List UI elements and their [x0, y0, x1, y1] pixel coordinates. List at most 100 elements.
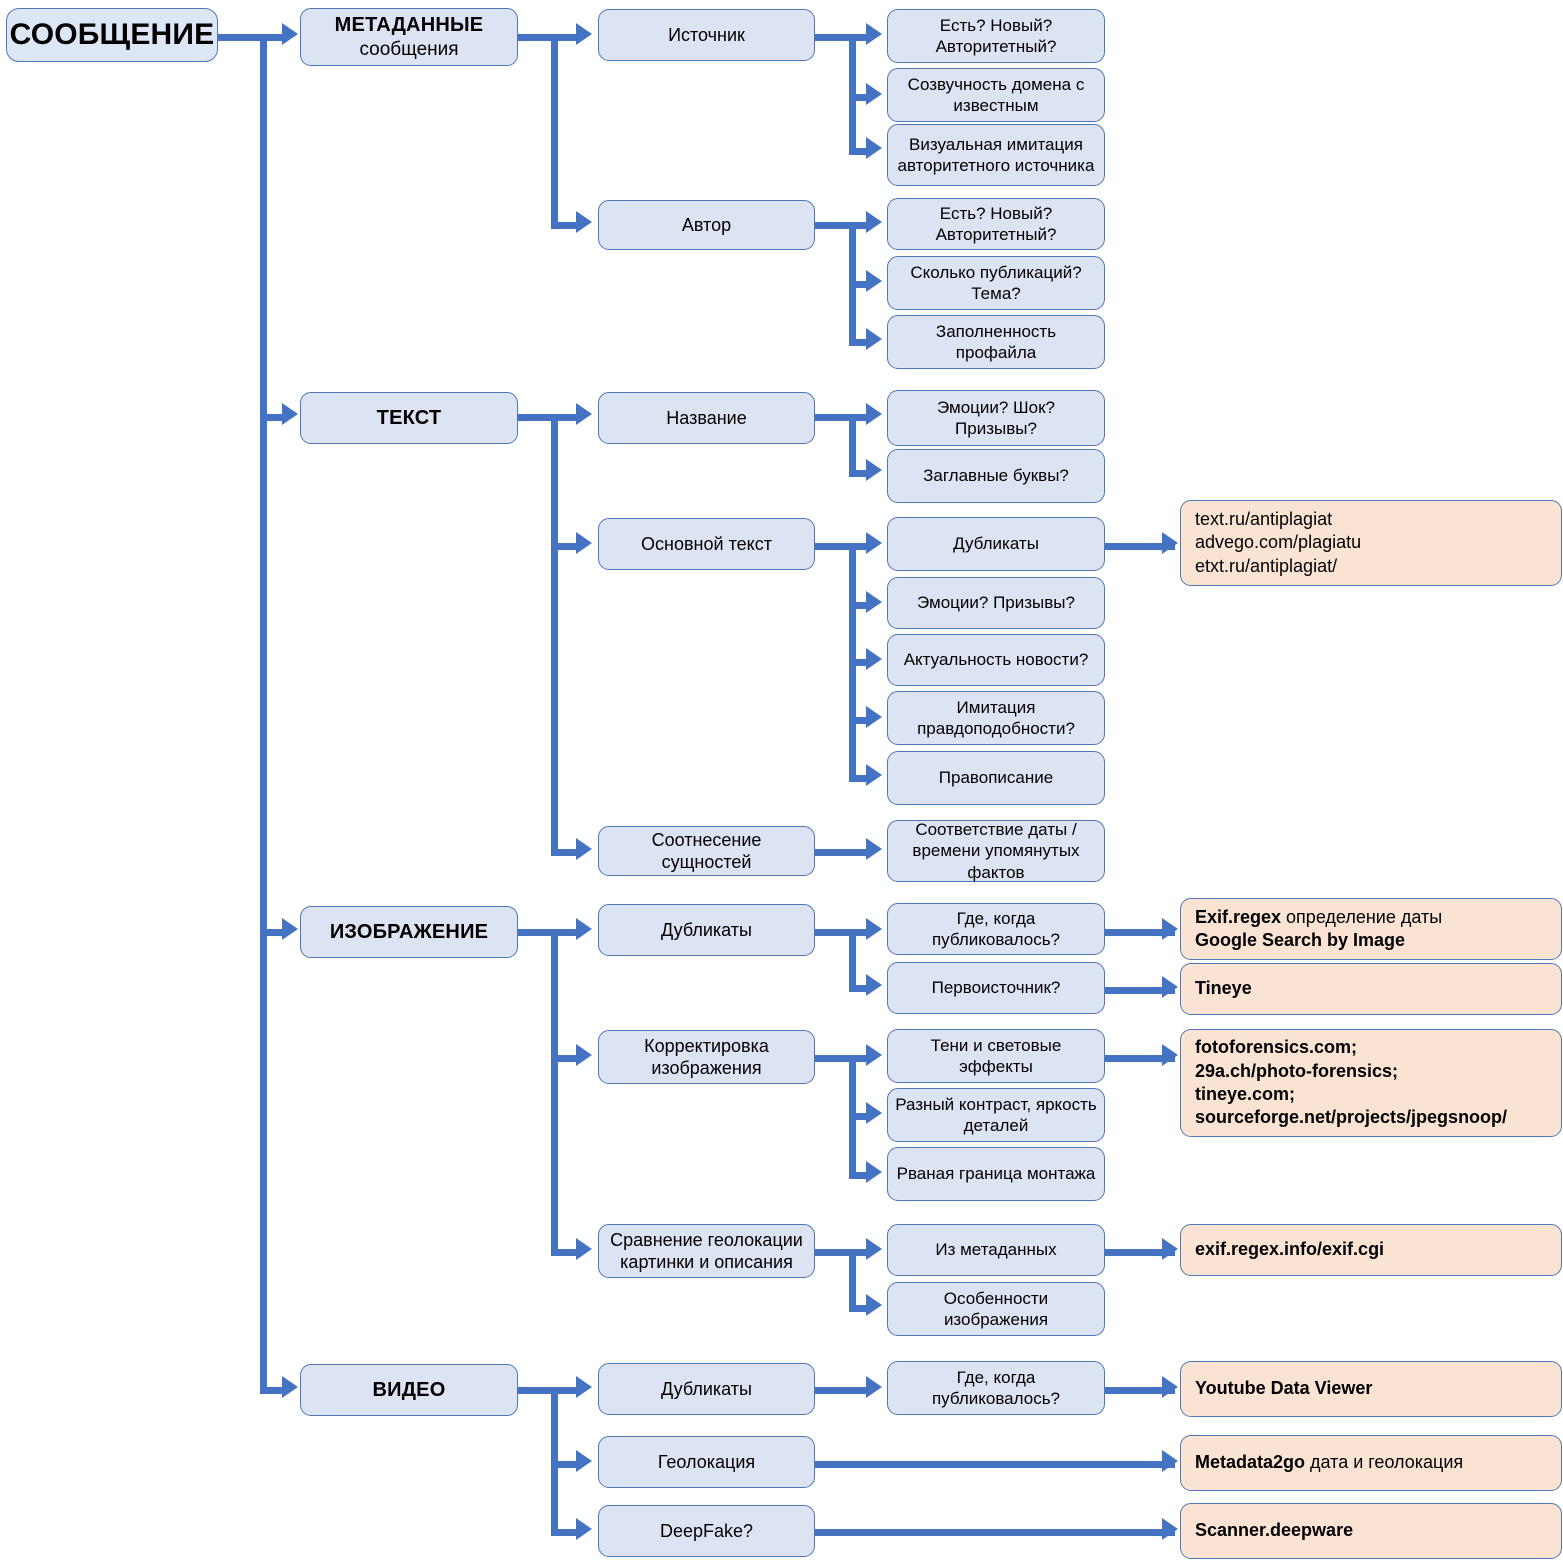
resource-line-rest: определение даты — [1281, 906, 1443, 927]
connector-video-deepfake — [551, 1529, 581, 1536]
resource-box-metadata2go[interactable]: Metadata2go дата и геолокация — [1180, 1435, 1562, 1491]
node-source-q3-label: Визуальная имитация авторитетного источн… — [897, 134, 1095, 175]
category-node-metadata[interactable]: МЕТАДАННЫЕ сообщения — [300, 8, 518, 66]
node-imgedit-q2[interactable]: Разный контраст, яркость деталей — [887, 1088, 1105, 1142]
node-author-q2[interactable]: Сколько публикаций? Тема? — [887, 256, 1105, 310]
resource-box-youtube[interactable]: Youtube Data Viewer — [1180, 1361, 1562, 1417]
node-body-q4-label: Имитация правдоподобности? — [917, 697, 1075, 738]
node-source-q2[interactable]: Созвучность домена с известным — [887, 68, 1105, 122]
connector-metadata-out — [518, 34, 558, 41]
arrow-imgedit-q2 — [866, 1102, 882, 1124]
node-video-deepfake[interactable]: DeepFake? — [598, 1505, 815, 1557]
resource-line: Exif.regex определение даты — [1195, 906, 1442, 929]
resource-line-bold: Exif.regex — [1195, 906, 1282, 927]
root-node-message[interactable]: СООБЩЕНИЕ — [6, 8, 218, 62]
node-image-geolocation-compare-label: Сравнение геолокации картинки и описания — [610, 1229, 803, 1272]
connector-trunk-text — [260, 414, 284, 421]
node-body-text[interactable]: Основной текст — [598, 518, 815, 570]
root-label: СООБЩЕНИЕ — [9, 18, 215, 52]
node-author-q1[interactable]: Есть? Новый? Авторитетный? — [887, 198, 1105, 250]
arrow-author-q3 — [866, 328, 882, 350]
node-image-correction[interactable]: Корректировка изображения — [598, 1030, 815, 1084]
resource-box-scanner-deepware[interactable]: Scanner.deepware — [1180, 1503, 1562, 1559]
node-image-geolocation-compare[interactable]: Сравнение геолокации картинки и описания — [598, 1224, 815, 1278]
node-body-q4[interactable]: Имитация правдоподобности? — [887, 691, 1105, 745]
node-body-q3[interactable]: Актуальность новости? — [887, 634, 1105, 686]
arrow-video-dup — [576, 1376, 592, 1398]
arrow-source-q3 — [866, 137, 882, 159]
node-source-q2-label: Созвучность домена с известным — [907, 74, 1085, 115]
node-imgedit-q1[interactable]: Тени и световые эффекты — [887, 1029, 1105, 1083]
resource-line: Google Search by Image — [1195, 930, 1406, 950]
node-imggeo-q1[interactable]: Из метаданных — [887, 1224, 1105, 1276]
arrow-video-deepfake — [576, 1518, 592, 1540]
connector-metadata-source — [551, 34, 581, 41]
node-imggeo-q2[interactable]: Особенности изображения — [887, 1282, 1105, 1336]
node-body-q1[interactable]: Дубликаты — [887, 517, 1105, 571]
connector-imgdup-q2 — [849, 985, 871, 992]
node-entities-q1[interactable]: Соответствие даты / времени упомянутых ф… — [887, 820, 1105, 882]
node-author-label: Автор — [681, 214, 732, 235]
node-imgedit-q2-label: Разный контраст, яркость деталей — [895, 1094, 1097, 1135]
node-imgdup-q2[interactable]: Первоисточник? — [887, 962, 1105, 1014]
node-entity-matching[interactable]: Соотнесение сущностей — [598, 826, 815, 876]
arrow-headline-q2 — [866, 459, 882, 481]
connector-author-q1 — [849, 222, 871, 229]
connector-image-edit — [551, 1055, 581, 1062]
category-sublabel-metadata: сообщения — [359, 38, 459, 60]
connector-vidgeo-resource — [815, 1461, 1175, 1468]
resource-box-forensics[interactable]: fotoforensics.com; 29a.ch/photo-forensic… — [1180, 1029, 1562, 1137]
node-imgedit-q3[interactable]: Рваная граница монтажа — [887, 1147, 1105, 1201]
node-author-q3[interactable]: Заполненность профайла — [887, 315, 1105, 369]
resource-line: exif.regex.info/exif.cgi — [1195, 1239, 1385, 1260]
connector-imggeo-q1 — [849, 1249, 871, 1256]
connector-trunk-image — [260, 929, 284, 936]
category-node-video[interactable]: ВИДЕО — [300, 1364, 518, 1416]
connector-body-q2 — [849, 602, 871, 609]
connector-video-spine — [551, 1387, 558, 1532]
arrow-text-entities — [576, 838, 592, 860]
arrow-image-dup — [576, 918, 592, 940]
resource-box-exif-google[interactable]: Exif.regex определение даты Google Searc… — [1180, 898, 1562, 960]
node-imgdup-q1[interactable]: Где, когда публиковалось? — [887, 903, 1105, 955]
connector-imgdup-q1 — [849, 929, 871, 936]
node-author[interactable]: Автор — [598, 200, 815, 250]
connector-image-geo — [551, 1249, 581, 1256]
node-headline[interactable]: Название — [598, 392, 815, 444]
node-headline-q1-label: Эмоции? Шок? Призывы? — [936, 397, 1055, 438]
node-image-duplicates[interactable]: Дубликаты — [598, 904, 815, 956]
category-node-image[interactable]: ИЗОБРАЖЕНИЕ — [300, 906, 518, 958]
connector-metadata-spine — [551, 34, 558, 224]
node-source-q1[interactable]: Есть? Новый? Авторитетный? — [887, 9, 1105, 63]
node-viddup-q1[interactable]: Где, когда публиковалось? — [887, 1361, 1105, 1415]
node-body-q5[interactable]: Правописание — [887, 751, 1105, 805]
connector-video-out — [518, 1387, 558, 1394]
connector-root-out — [216, 34, 268, 41]
node-source-q3[interactable]: Визуальная имитация авторитетного источн… — [887, 124, 1105, 186]
arrow-source-q1 — [866, 23, 882, 45]
category-label-video: ВИДЕО — [372, 1378, 446, 1401]
node-entities-q1-label: Соответствие даты / времени упомянутых ф… — [912, 820, 1080, 882]
node-imgedit-q1-label: Тени и световые эффекты — [930, 1035, 1062, 1076]
connector-video-dup — [551, 1387, 581, 1394]
arrow-trunk-image — [282, 918, 298, 940]
arrow-imgedit-q1 — [866, 1044, 882, 1066]
resource-box-exif-cgi[interactable]: exif.regex.info/exif.cgi — [1180, 1224, 1562, 1276]
node-imgdup-q1-label: Где, когда публиковалось? — [931, 908, 1061, 949]
node-headline-q2[interactable]: Заглавные буквы? — [887, 449, 1105, 503]
category-node-text[interactable]: ТЕКСТ — [300, 392, 518, 444]
node-video-geolocation[interactable]: Геолокация — [598, 1436, 815, 1488]
connector-viddup-q1 — [815, 1387, 871, 1394]
node-video-duplicates[interactable]: Дубликаты — [598, 1363, 815, 1415]
node-source[interactable]: Источник — [598, 9, 815, 61]
category-label-metadata: МЕТАДАННЫЕ — [334, 13, 484, 36]
node-headline-q1[interactable]: Эмоции? Шок? Призывы? — [887, 390, 1105, 446]
node-body-q2-label: Эмоции? Призывы? — [917, 593, 1075, 613]
resource-box-plagiarism[interactable]: text.ru/antiplagiat advego.com/plagiatu … — [1180, 500, 1562, 586]
node-imggeo-q1-label: Из метаданных — [935, 1240, 1057, 1260]
node-body-q2[interactable]: Эмоции? Призывы? — [887, 577, 1105, 629]
resource-box-tineye[interactable]: Tineye — [1180, 963, 1562, 1015]
resource-line-rest: дата и геолокация — [1305, 1452, 1464, 1473]
resource-line: sourceforge.net/projects/jpegsnoop/ — [1195, 1107, 1508, 1128]
